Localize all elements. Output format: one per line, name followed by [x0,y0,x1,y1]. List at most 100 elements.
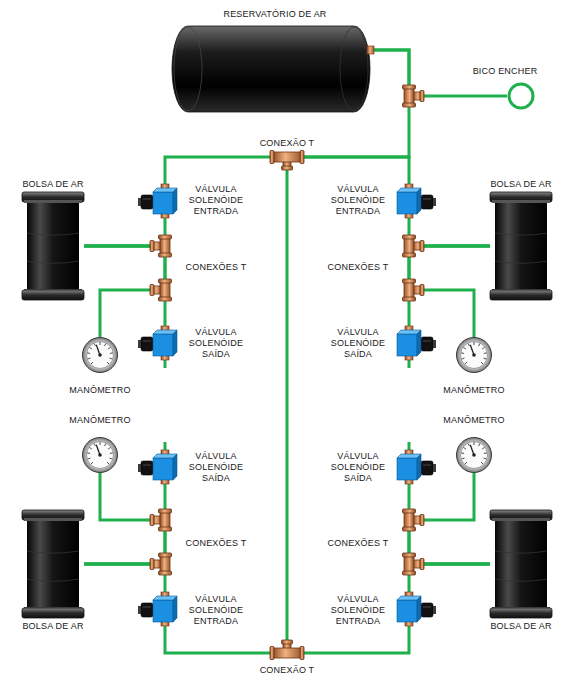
valve-plug [138,198,141,206]
bag-body [27,519,79,609]
valve-coil-mark [423,199,431,200]
part-label: CONEXÕES T [318,262,398,273]
solenoid-valve-shape [397,330,421,356]
tee-fitting [403,553,425,575]
node-label: MANÔMETRO [55,385,145,396]
valve-coil [421,337,433,351]
solenoid-valve-shape [397,454,421,480]
gauge-tick [479,343,480,346]
pressure-gauge-shape [456,337,492,373]
air-bag-shape [22,192,84,300]
gauge-tick [482,447,484,449]
pressure-gauge: MANÔMETRO [82,437,118,473]
bag-plate [490,608,552,618]
gauge-pivot [98,353,102,357]
solenoid-valve: VÁLVULA SOLENÓIDE ENTRADA [153,188,177,214]
fill-valve-ring [509,84,533,108]
solenoid-valve: VÁLVULA SOLENÓIDE SAÍDA [153,330,177,356]
gauge-tick [465,362,467,364]
valve-body [153,334,173,356]
gauge-tick [108,447,110,449]
solenoid-valve: VÁLVULA SOLENÓIDE SAÍDA [397,330,421,356]
gauge-tick [479,443,480,446]
air-line [296,157,409,188]
gauge-tick [100,342,101,345]
bag-fold [27,551,79,553]
bag-fold [27,261,79,263]
air-line [296,622,409,653]
node-label: MANÔMETRO [429,415,519,426]
bag-body [495,201,547,291]
valve-plug [138,340,141,348]
valve-coil-mark [143,341,151,342]
valve-coil-mark [423,607,431,608]
tank-body [172,26,370,112]
bag-plate [22,608,84,618]
gauge-tick [110,352,113,353]
valve-side [417,454,421,480]
node-label: BOLSA DE AR [476,179,566,190]
valve-body [397,600,417,622]
bag-plate [22,510,84,520]
bag-rim [24,518,82,521]
bag-plate [490,290,552,300]
valve-side [173,330,177,356]
node-label: VÁLVULA SOLENÓIDE SAÍDA [185,451,247,484]
valve-coil [141,337,153,351]
tank-seam [340,27,368,111]
bag-plate [490,192,552,202]
node-label: VÁLVULA SOLENÓIDE ENTRADA [327,594,389,627]
part-label: CONEXÕES T [318,538,398,549]
gauge-face [87,442,114,469]
pressure-gauge-shape [82,437,118,473]
gauge-tick [484,352,487,353]
bag-body [495,519,547,609]
gauge-tick [110,358,113,360]
tee-connection: CONEXÃO T [278,645,296,661]
solenoid-valve: VÁLVULA SOLENÓIDE ENTRADA [153,596,177,622]
air-reservoir-shape [172,26,370,112]
gauge-tick [110,458,113,460]
bag-rim [492,200,550,203]
valve-coil [141,195,153,209]
valve-body [153,458,173,480]
tee-fitting [150,553,172,575]
gauge-tick [94,343,95,346]
solenoid-valve: VÁLVULA SOLENÓIDE ENTRADA [397,596,421,622]
node-label: CONEXÃO T [247,665,327,676]
gauge-tick [105,443,106,446]
valve-coil-mark [143,199,151,200]
gauge-tick [481,362,483,364]
gauge-tick [91,462,93,464]
tee-nut [270,151,274,164]
valve-plug [138,464,141,472]
valve-side [417,596,421,622]
valve-body [397,458,417,480]
gauge-tick [110,452,113,453]
tee-nut [300,151,304,164]
gauge-face [87,342,114,369]
tee-nut [282,640,293,644]
pressure-gauge-shape [456,437,492,473]
node-label: BICO ENCHER [460,66,550,77]
solenoid-valve-shape [153,188,177,214]
gauge-rim [83,438,118,473]
tee-fitting [403,509,425,531]
gauge-tick [107,362,109,364]
air-bag: BOLSA DE AR [22,192,84,300]
solenoid-valve: VÁLVULA SOLENÓIDE SAÍDA [397,454,421,480]
solenoid-valve-shape [153,454,177,480]
part-label: CONEXÕES T [176,262,256,273]
tee-nut [282,166,293,170]
tee-fitting [403,235,425,257]
tee-nut [270,647,274,660]
node-label: VÁLVULA SOLENÓIDE ENTRADA [185,594,247,627]
gauge-tick [463,447,465,449]
solenoid-valve-shape [397,596,421,622]
node-label: VÁLVULA SOLENÓIDE SAÍDA [185,327,247,360]
solenoid-valve: VÁLVULA SOLENÓIDE SAÍDA [153,454,177,480]
air-line [286,165,289,645]
bag-rim [492,518,550,521]
air-line [165,157,278,188]
gauge-pivot [472,353,476,357]
